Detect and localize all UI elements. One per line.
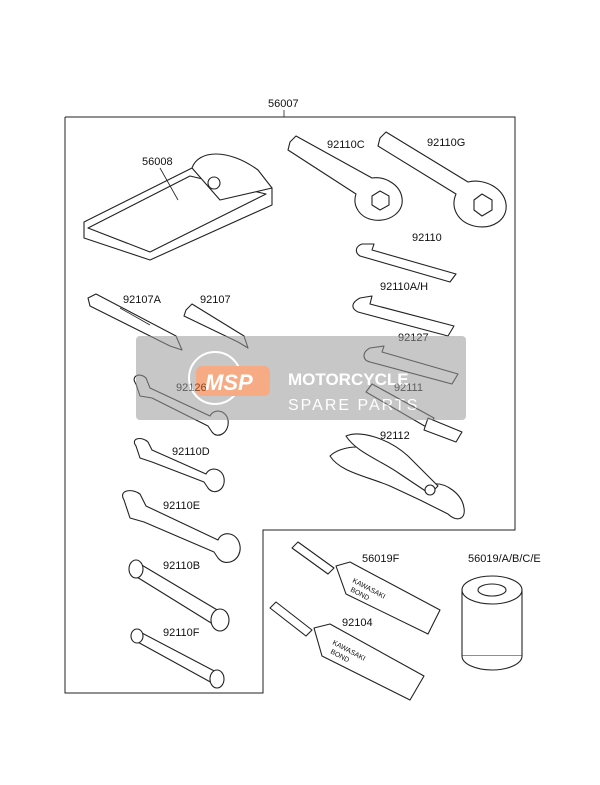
label-92112: 92112 xyxy=(380,430,410,442)
watermark-title: MOTORCYCLE xyxy=(288,370,409,389)
sealant-tube-92104: KAWASAKI BOND xyxy=(269,601,425,701)
pliers-92112 xyxy=(329,433,465,520)
sealant-tube-56019F: KAWASAKI BOND xyxy=(291,541,441,635)
ring-wrench-92110G xyxy=(377,131,507,228)
label-92110G: 92110G xyxy=(427,137,465,149)
label-56019ABCE: 56019/A/B/C/E xyxy=(468,553,541,565)
kit-frame xyxy=(64,116,516,694)
label-92107A: 92107A xyxy=(123,294,162,306)
ring-wrench-92110C xyxy=(287,135,403,221)
tool-pouch-56008 xyxy=(83,153,273,261)
watermark-logo-box xyxy=(196,366,270,396)
label-kit-56007: 56007 xyxy=(268,98,299,110)
label-92110F: 92110F xyxy=(163,627,200,639)
label-56019F: 56019F xyxy=(362,553,400,565)
label-92110D: 92110D xyxy=(172,446,210,458)
label-92107: 92107 xyxy=(200,294,231,306)
label-92110AH: 92110A/H xyxy=(380,281,428,293)
hex-key-92110 xyxy=(355,243,457,283)
watermark-band xyxy=(136,336,466,420)
label-92104: 92104 xyxy=(342,617,373,629)
label-92110E: 92110E xyxy=(163,500,200,512)
box-spanner-92110F xyxy=(130,628,225,689)
label-92110: 92110 xyxy=(412,232,442,244)
open-wrench-92110D xyxy=(133,437,225,493)
hex-key-92110AH xyxy=(352,295,455,337)
watermark-subtitle: SPARE PARTS xyxy=(288,397,419,414)
label-56008: 56008 xyxy=(142,156,173,168)
watermark-logo: MSP xyxy=(205,370,253,395)
tape-roll-56019ABCE xyxy=(461,575,523,671)
watermark: MSP MOTORCYCLE SPARE PARTS xyxy=(136,336,466,420)
label-92110C: 92110C xyxy=(327,139,365,151)
label-92110B: 92110B xyxy=(163,560,200,572)
open-wrench-92110E xyxy=(122,490,241,563)
box-spanner-92110B xyxy=(128,559,230,632)
